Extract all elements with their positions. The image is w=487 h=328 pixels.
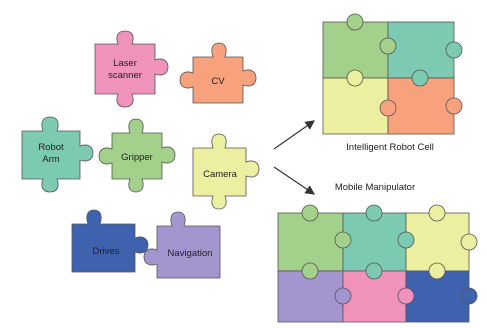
cell-tile-orange	[387, 77, 455, 135]
laser-scanner-label-line2: scanner	[108, 70, 142, 81]
manipulator-knob	[428, 262, 446, 280]
cell-knob	[379, 37, 397, 55]
robot-arm-label-line1: Robot	[38, 142, 64, 153]
cell-knob	[346, 13, 364, 31]
manipulator-knob	[397, 231, 415, 249]
manipulator-knob	[365, 262, 383, 280]
assembly-intelligent-robot-cell: Intelligent Robot Cell	[322, 13, 463, 153]
puzzle-piece-gripper: Gripper	[98, 118, 176, 193]
cell-knob	[445, 41, 463, 59]
drives-label: Drives	[93, 246, 120, 257]
manipulator-knob	[397, 287, 415, 305]
manipulator-tile-pink	[342, 270, 407, 323]
manipulator-tile-green	[277, 212, 344, 272]
navigation-label: Navigation	[168, 248, 213, 259]
manipulator-knob	[334, 287, 352, 305]
mobile-manipulator-caption: Mobile Manipulator	[335, 182, 415, 193]
robot-arm-label-line2: Arm	[42, 154, 60, 165]
manipulator-tile-yellow	[405, 212, 470, 272]
cell-tile-green	[322, 21, 389, 79]
intelligent-robot-cell-caption: Intelligent Robot Cell	[346, 142, 434, 153]
cell-tile-teal	[387, 21, 455, 79]
gripper-label: Gripper	[121, 152, 153, 163]
cell-knob	[411, 69, 429, 87]
camera-label: Camera	[203, 169, 238, 180]
cell-knob	[379, 99, 397, 117]
cell-knob	[445, 97, 463, 115]
laser-scanner-label-line1: Laser	[113, 58, 137, 69]
puzzle-piece-robot-arm: Robot Arm	[21, 116, 94, 193]
manipulator-knob	[334, 231, 352, 249]
manipulator-knob	[460, 287, 478, 305]
manipulator-knob	[301, 204, 319, 222]
cell-knob	[346, 69, 364, 87]
manipulator-knob	[301, 262, 319, 280]
puzzle-piece-camera: Camera	[192, 133, 260, 210]
puzzle-piece-drives: Drives	[71, 209, 149, 273]
assembly-mobile-manipulator: Mobile Manipulator	[277, 182, 478, 323]
manipulator-tile-lavender	[277, 270, 344, 323]
manipulator-knob	[460, 233, 478, 251]
puzzle-piece-cv: CV	[179, 42, 257, 104]
manipulator-knob	[428, 204, 446, 222]
arrow-to-mobile-manipulator	[273, 166, 315, 195]
puzzle-piece-navigation: Navigation	[143, 211, 221, 279]
arrow-to-intelligent-robot-cell	[273, 120, 315, 150]
puzzle-piece-laser-scanner: Laser scanner	[94, 30, 169, 108]
manipulator-tile-teal	[342, 212, 407, 272]
manipulator-knob	[365, 204, 383, 222]
cv-label: CV	[211, 76, 225, 87]
cell-tile-yellow	[322, 77, 389, 135]
